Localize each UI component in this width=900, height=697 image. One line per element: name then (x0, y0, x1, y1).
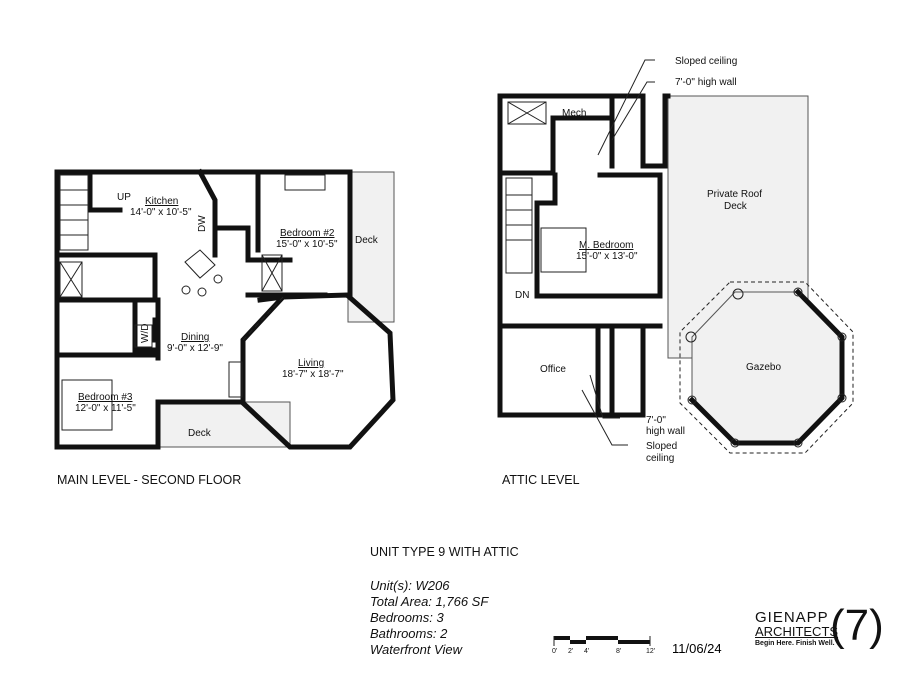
wd-label: W/D (140, 324, 151, 343)
deck-right-label: Deck (355, 235, 379, 246)
living-size: 18'-7" x 18'-7" (282, 369, 344, 380)
kitchen-label: Kitchen (145, 196, 178, 207)
master-bed (540, 227, 587, 273)
bedroom3-size: 12'-0" x 11'-5" (75, 403, 136, 414)
bedroom3-label: Bedroom #3 (78, 392, 133, 403)
deck-bottom-label: Deck (188, 428, 212, 439)
high-wall-note-top: 7'-0" high wall (675, 77, 737, 88)
living-label: Living (298, 358, 324, 369)
main-level-title: MAIN LEVEL - SECOND FLOOR (57, 473, 241, 487)
gienapp-logo: GIENAPP ARCHITECTS Begin Here. Finish We… (755, 601, 884, 650)
drawing-date: 11/06/24 (672, 641, 722, 656)
logo-mark-icon: (7) (830, 601, 884, 650)
gazebo-label: Gazebo (746, 362, 781, 373)
units: Unit(s): W206 (370, 578, 450, 593)
view: Waterfront View (370, 642, 463, 657)
svg-text:12': 12' (646, 648, 655, 655)
office-label: Office (540, 364, 566, 375)
total-area: Total Area: 1,766 SF (370, 594, 489, 609)
stairs (59, 174, 89, 251)
roof-deck-label: Private Roof (707, 189, 762, 200)
dining-size: 9'-0" x 12'-9" (167, 343, 223, 354)
roof-deck-label-2: Deck (724, 201, 748, 212)
main-level-plan: UP Kitchen 14'-0" x 10'-5" DW Bedroom #2… (54, 168, 396, 487)
bathrooms: Bathrooms: 2 (370, 626, 448, 641)
svg-text:2': 2' (568, 648, 573, 655)
dn-label: DN (515, 290, 529, 301)
deck-right (347, 171, 395, 323)
shower (59, 261, 83, 298)
bedrooms: Bedrooms: 3 (370, 610, 444, 625)
sloped-ceiling-note-top: Sloped ceiling (675, 56, 737, 67)
svg-text:8': 8' (616, 648, 621, 655)
sloped-ceiling-note-bottom-2: ceiling (646, 453, 674, 464)
attic-level-title: ATTIC LEVEL (502, 473, 580, 487)
dining-label: Dining (181, 332, 209, 343)
mech-label: Mech (562, 108, 586, 119)
bedroom2-label: Bedroom #2 (280, 228, 335, 239)
master-bedroom-size: 15'-0" x 13'-0" (576, 251, 638, 262)
svg-text:0': 0' (552, 648, 557, 655)
kitchen-island (184, 249, 216, 279)
up-label: UP (117, 192, 131, 203)
sloped-ceiling-note-bottom: Sloped (646, 441, 677, 452)
bedroom2-size: 15'-0" x 10'-5" (276, 239, 338, 250)
svg-text:4': 4' (584, 648, 589, 655)
unit-heading: UNIT TYPE 9 WITH ATTIC (370, 545, 519, 559)
dw-label: DW (197, 215, 208, 232)
gazebo-posts (685, 287, 847, 448)
deck-bottom (157, 401, 291, 448)
kitchen-size: 14'-0" x 10'-5" (130, 207, 192, 218)
scale-bar: 0' 2' 4' 8' 12' (552, 636, 655, 655)
high-wall-note-bottom: 7'-0" (646, 415, 666, 426)
high-wall-note-bottom-2: high wall (646, 426, 685, 437)
attic-level-plan: Sloped ceiling 7'-0" high wall Mech Priv… (497, 56, 854, 487)
bed-2 (284, 174, 326, 191)
master-bedroom-label: M. Bedroom (579, 240, 633, 251)
bed-3 (61, 379, 113, 431)
